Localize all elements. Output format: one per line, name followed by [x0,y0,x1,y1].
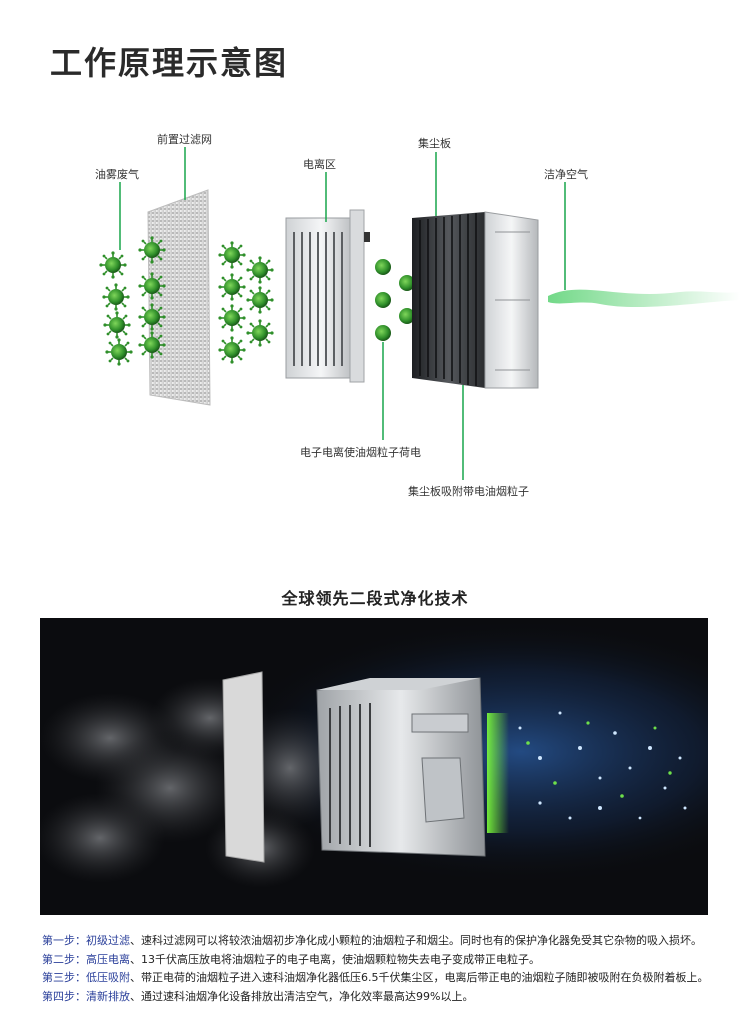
ionization-module [285,209,370,383]
page-title: 工作原理示意图 [50,44,289,82]
caption-charge: 电子电离使油烟粒子荷电 [300,446,421,459]
label-pre-filter: 前置过滤网 [157,133,212,146]
step-text: 、带正电荷的油烟粒子进入速科油烟净化器低压6.5千伏集尘区，电离后带正电的油烟粒… [130,971,709,984]
dust-plate-module [412,211,539,389]
charged-particle-icon [375,259,415,341]
clean-air-plume [548,289,740,308]
label-ionization-zone: 电离区 [303,158,336,171]
purifier-product-photo [40,618,708,915]
label-dust-plate: 集尘板 [418,137,451,150]
label-oil-smoke: 油雾废气 [95,168,139,181]
caption-adsorb: 集尘板吸附带电油烟粒子 [408,485,529,498]
step-text: 、通过速科油烟净化设备排放出清洁空气，净化效率最高达99%以上。 [130,989,474,1003]
step-item: 第四步：清新排放、通过速科油烟净化设备排放出清洁空气，净化效率最高达99%以上。 [42,988,722,1007]
steps-list: 第一步：初级过滤、速科过滤网可以将较浓油烟初步净化成小颗粒的油烟粒子和烟尘。同时… [42,932,722,1006]
working-principle-diagram [98,147,740,480]
virus-particle-icon [217,240,275,365]
step-prefix: 第三步：低压吸附 [42,971,130,984]
step-prefix: 第四步：清新排放 [42,989,130,1003]
pre-filter-panel [147,189,211,406]
step-item: 第一步：初级过滤、速科过滤网可以将较浓油烟初步净化成小颗粒的油烟粒子和烟尘。同时… [42,932,722,951]
step-item: 第二步：高压电离、13千伏高压放电将油烟粒子的电子电离，使油烟颗粒物失去电子变成… [42,951,722,970]
step-item: 第三步：低压吸附、带正电荷的油烟粒子进入速科油烟净化器低压6.5千伏集尘区，电离… [42,969,722,988]
step-text: 、13千伏高压放电将油烟粒子的电子电离，使油烟颗粒物失去电子变成带正电粒子。 [130,952,540,966]
label-clean-air: 洁净空气 [544,168,588,181]
section-subtitle: 全球领先二段式净化技术 [281,589,469,608]
step-prefix: 第二步：高压电离 [42,952,130,966]
step-text: 、速科过滤网可以将较浓油烟初步净化成小颗粒的油烟粒子和烟尘。同时也有的保护净化器… [130,934,702,947]
step-prefix: 第一步：初级过滤 [42,934,130,947]
